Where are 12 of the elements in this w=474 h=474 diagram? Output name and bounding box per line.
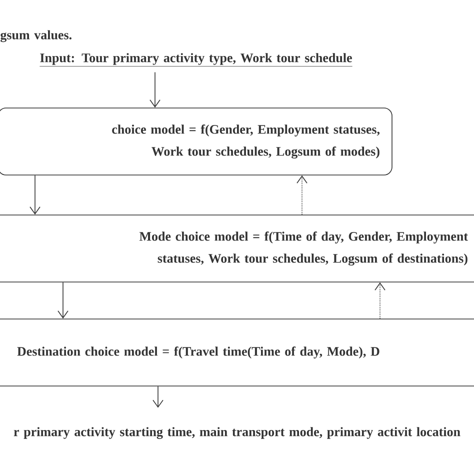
input-text: Input: Tour primary activity type, Work tour schedule bbox=[40, 53, 352, 67]
arrow bbox=[30, 175, 40, 215]
process-box: Destination choice model = f(Travel time(Time of day, Mode), D bbox=[0, 318, 474, 386]
arrow bbox=[296, 175, 308, 215]
process-box: Mode choice model = f(Time of day, Gender, Employment statuses, Work tour schedules, Logsum of destinations) bbox=[0, 214, 474, 282]
output-text: r primary activity starting time, main transport mode, primary activit location bbox=[14, 427, 460, 439]
note-text: gsum values. bbox=[0, 30, 72, 42]
arrow bbox=[58, 282, 68, 319]
arrow bbox=[150, 72, 160, 108]
arrow bbox=[374, 282, 386, 319]
arrow bbox=[152, 386, 164, 408]
process-box: choice model = f(Gender, Employment statuses, Work tour schedules, Logsum of modes) bbox=[0, 108, 392, 176]
